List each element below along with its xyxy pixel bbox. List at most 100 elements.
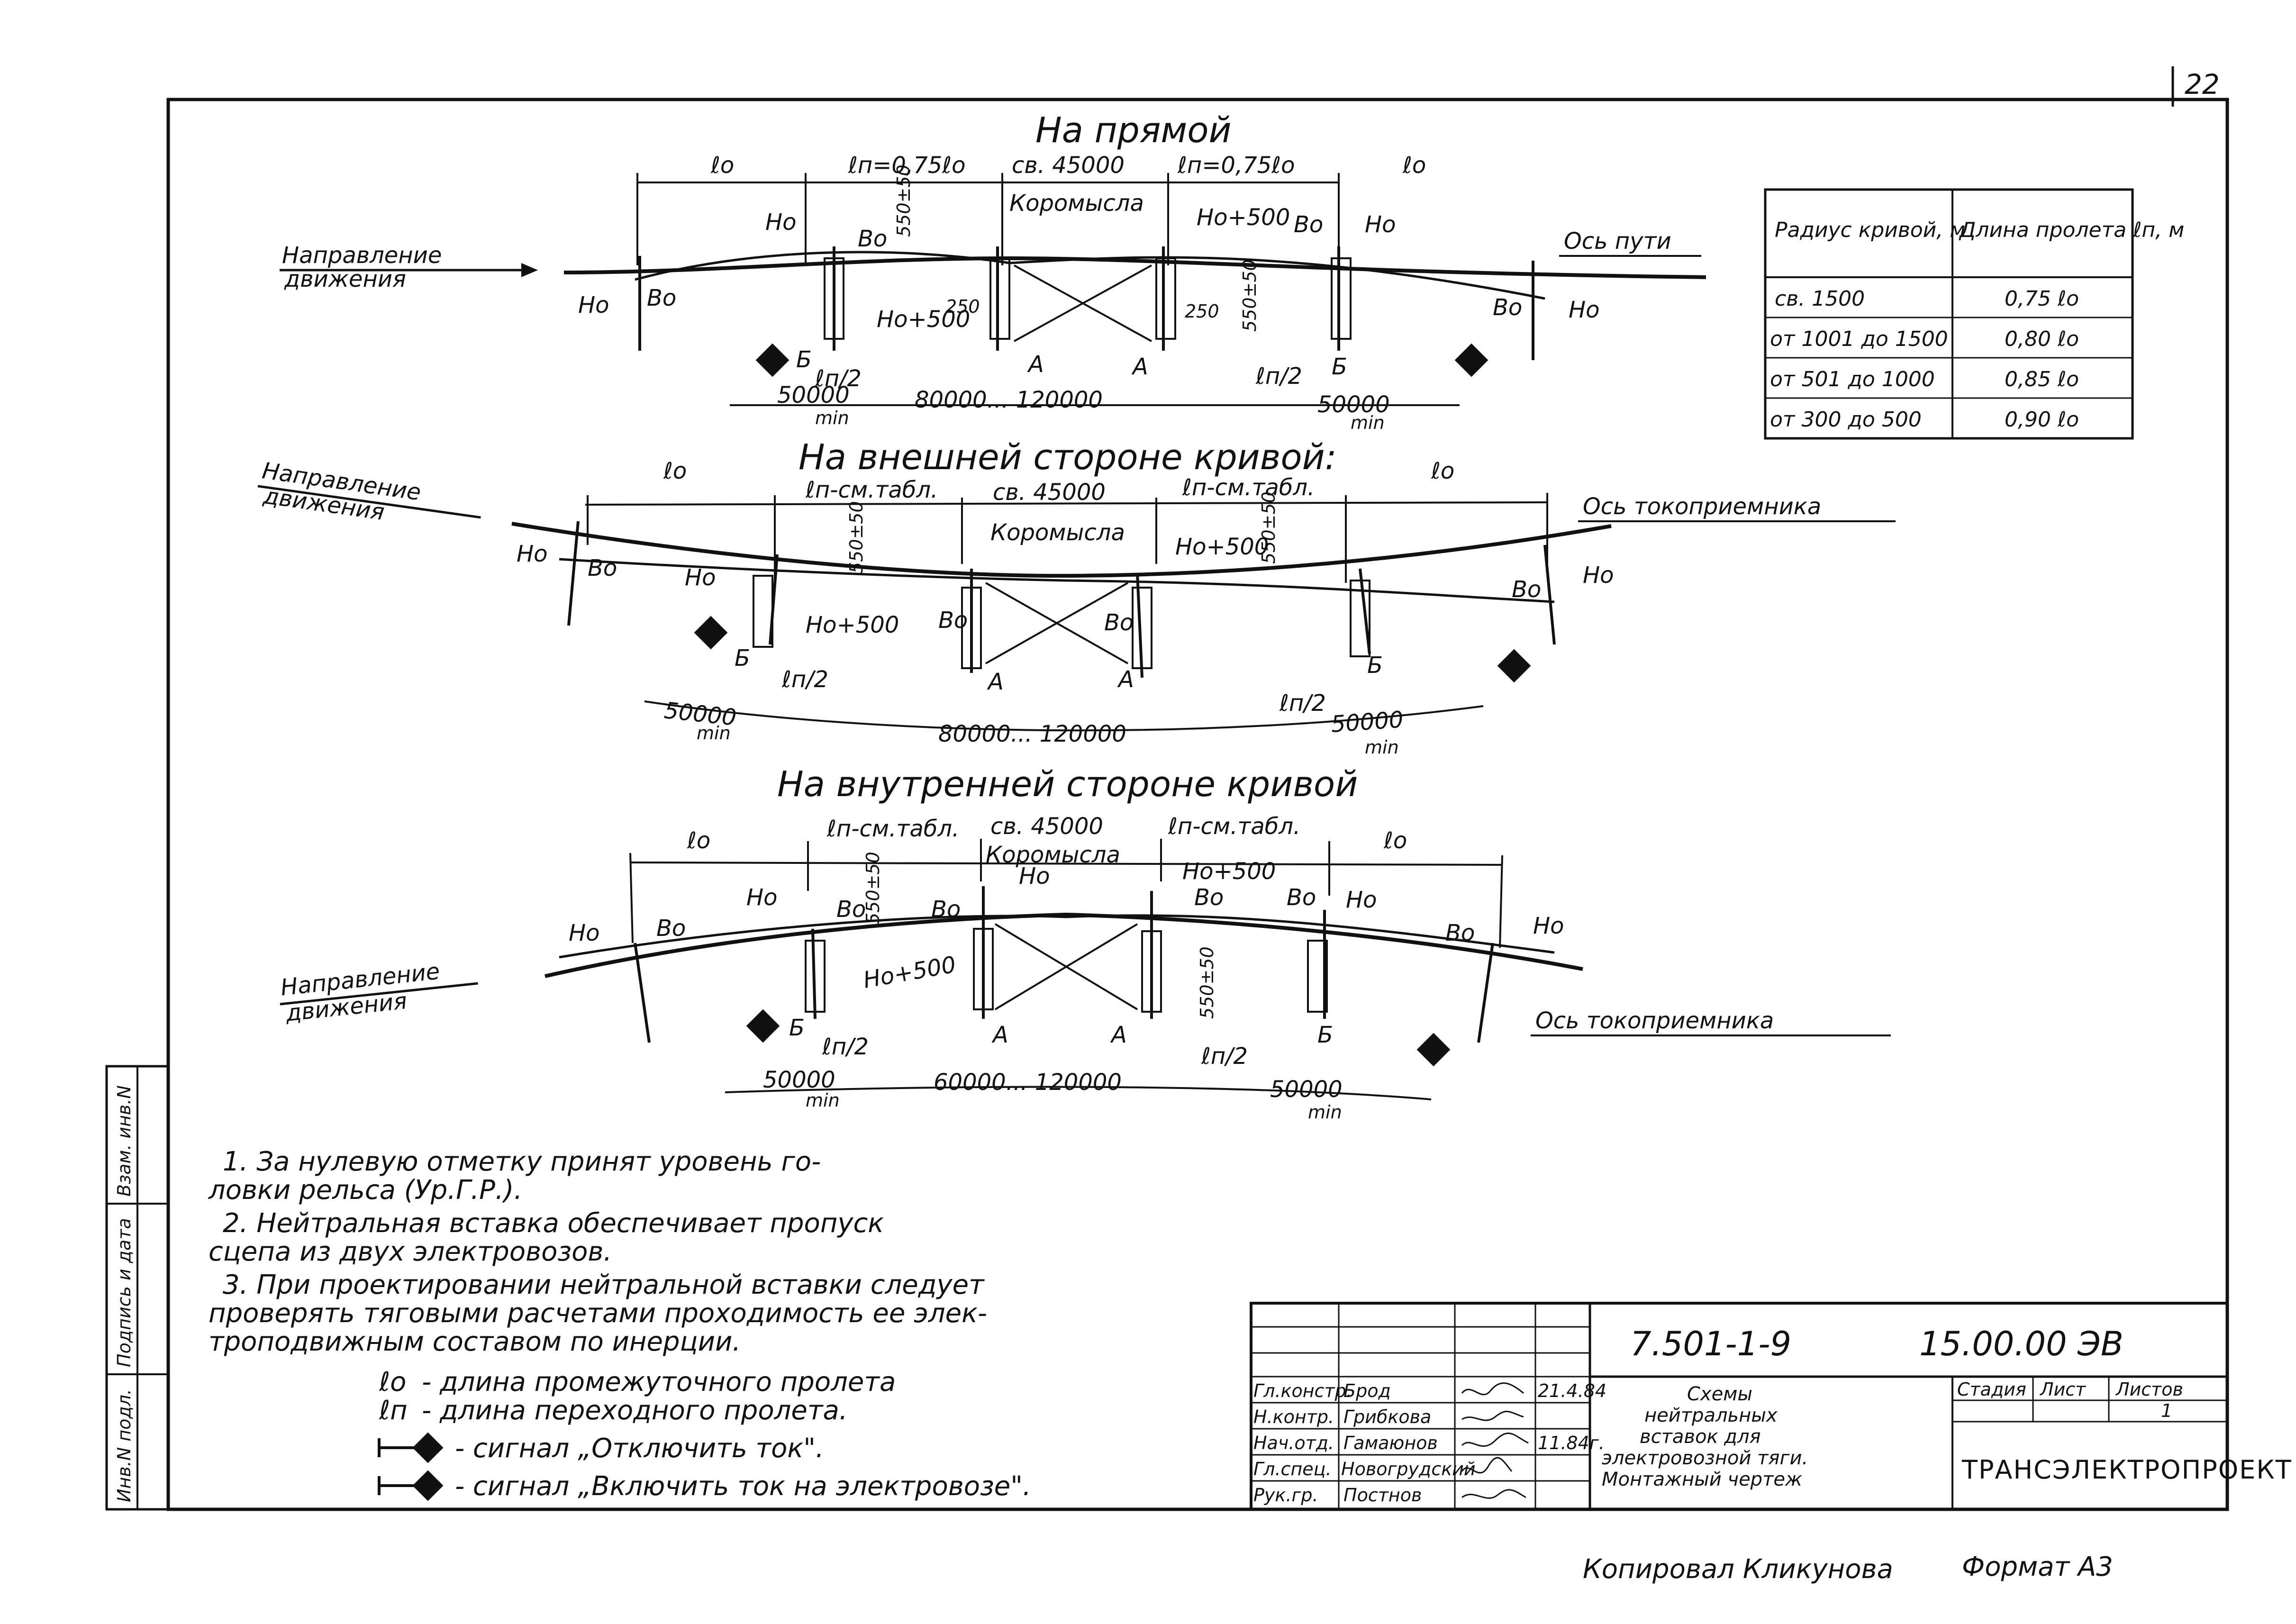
bottom-dimension: 50000: [1330, 706, 1404, 738]
signer-name: Новогрудский: [1341, 1459, 1476, 1479]
span-label: ℓо: [663, 458, 687, 484]
signer-name: Брод: [1343, 1380, 1391, 1401]
rocker-label: Коромысла: [986, 842, 1120, 868]
height-label: Но: [578, 292, 609, 318]
signature-marks: [1461, 1382, 1529, 1499]
height-250-label: 250: [945, 296, 980, 317]
span-table: Радиус кривой, м Длина пролета ℓп, м св.…: [1764, 188, 2184, 440]
table-cell: 0,85 ℓо: [2005, 367, 2079, 391]
mast-letter: Б: [1332, 354, 1347, 380]
height-500-label: Но+500: [806, 612, 899, 638]
span-label: ℓо: [1402, 152, 1426, 179]
mast-letter: А: [1131, 354, 1148, 380]
stage-header: Стадия: [1957, 1379, 2026, 1400]
mast-letter: Б: [1317, 1022, 1333, 1048]
rocker-label: Коромысла: [990, 519, 1125, 546]
offset-label: Во: [647, 285, 676, 311]
section-insulators: [824, 257, 1352, 340]
drawing-title: электровозной тяги.: [1602, 1447, 1808, 1469]
signal-on-icon: [1454, 343, 1488, 377]
cross-wires: [1014, 264, 1152, 342]
notes: 1. За нулевую отметку принят уровень го-…: [208, 1146, 987, 1357]
half-span-label: ℓп/2: [822, 1034, 869, 1060]
offset-label: Во: [1493, 294, 1522, 321]
min-label: min: [815, 408, 849, 428]
table-header: Длина пролета ℓп, м: [1959, 218, 2184, 242]
mast-letter: А: [1117, 666, 1134, 693]
document-code: 7.501-1-9: [1630, 1325, 1791, 1363]
span-label: ℓп-см.табл.: [1182, 474, 1315, 501]
mast-letter: А: [1110, 1022, 1127, 1048]
signer-role: Рук.гр.: [1253, 1485, 1318, 1506]
offset-label: Во: [1287, 884, 1316, 911]
drawing-title: Схемы: [1687, 1383, 1752, 1405]
min-label: min: [806, 1090, 840, 1111]
bottom-dimension: 50000: [1270, 1076, 1343, 1103]
diagram-heading: На внутренней стороне кривой: [777, 764, 1358, 805]
height-label: Но: [1569, 297, 1599, 323]
section-insulators: [805, 928, 1328, 1013]
catenary-wire: [559, 914, 1555, 959]
height-label: Но: [685, 564, 716, 591]
catenary-wire: [559, 558, 1555, 603]
height-label: Но: [1019, 863, 1050, 889]
height-label: Но: [1346, 887, 1377, 913]
height-500-label: Но+500: [1197, 204, 1290, 231]
signal-off-icon: [755, 343, 790, 377]
mast-letter: Б: [735, 645, 750, 671]
axis-label: Ось токоприемника: [1583, 493, 1821, 520]
legend-symbol: ℓп: [379, 1395, 408, 1426]
rocker-label: Коромысла: [1009, 190, 1144, 217]
legend-text: - сигнал „Отключить ток".: [455, 1433, 824, 1464]
half-span-label: ℓп/2: [1201, 1043, 1248, 1070]
half-span-label: ℓп/2: [815, 365, 862, 392]
signer-role: Н.контр.: [1253, 1406, 1334, 1427]
stage-header: Листов: [2115, 1379, 2183, 1400]
page-number: 22: [2185, 68, 2220, 100]
table-cell: от 1001 до 1500: [1770, 327, 1948, 351]
half-span-label: ℓп/2: [1255, 363, 1302, 390]
height-250-label: 250: [1185, 301, 1219, 322]
bottom-dimension: 80000... 120000: [915, 387, 1103, 413]
offset-label: Во: [1294, 211, 1323, 238]
span-label: св. 45000: [990, 813, 1103, 840]
legend-text: - сигнал „Включить ток на электровозе".: [455, 1471, 1031, 1502]
table-cell: от 501 до 1000: [1770, 367, 1935, 391]
half-span-label: ℓп/2: [781, 666, 828, 693]
catenary-wire: [635, 251, 1545, 300]
bottom-dimension-line: [725, 1086, 1432, 1100]
mast-letter: Б: [796, 346, 812, 373]
height-label: Но: [1365, 211, 1396, 238]
signal-on-icon: [1416, 1033, 1451, 1067]
side-stamp-label: Инв.N подл.: [114, 1389, 135, 1502]
cross-wires: [994, 923, 1138, 1010]
span-dimension-line: [585, 501, 1548, 506]
offset-label: Во: [836, 896, 866, 923]
span-label: ℓп=0,75ℓо: [848, 152, 966, 179]
signer-name: Грибкова: [1343, 1406, 1431, 1427]
span-label: ℓо: [1431, 458, 1454, 484]
outer-frame: [166, 98, 2229, 1511]
span-label: ℓп-см.табл.: [805, 477, 938, 503]
span-dimension-line: [630, 862, 1503, 866]
bottom-dimension: 60000... 120000: [934, 1069, 1122, 1096]
height-550-label: 550±50: [862, 852, 883, 924]
mast-letter: А: [991, 1022, 1008, 1048]
span-ticks: [636, 173, 1340, 265]
signal-off-icon: [694, 616, 728, 650]
half-span-label: ℓп/2: [1279, 690, 1326, 717]
drawing-title: вставок для: [1640, 1426, 1761, 1448]
signer-role: Гл.констр.: [1253, 1380, 1352, 1401]
offset-label: Во: [858, 226, 887, 252]
copied-by: Копировал Кликунова: [1583, 1554, 1893, 1585]
mast-letter: Б: [1367, 652, 1383, 679]
axis-label: Ось пути: [1564, 228, 1671, 254]
height-550-label: 550±50: [893, 164, 914, 237]
legend-text: - длина переходного пролета.: [422, 1395, 848, 1426]
signer-role: Гл.спец.: [1253, 1459, 1332, 1479]
bottom-dimension-line: [644, 700, 1484, 732]
span-label: ℓп=0,75ℓо: [1177, 152, 1295, 179]
contact-wire: [563, 256, 1706, 279]
signer-name: Постнов: [1343, 1485, 1422, 1506]
sheet-code: 15.00.00 ЭВ: [1919, 1325, 2124, 1363]
